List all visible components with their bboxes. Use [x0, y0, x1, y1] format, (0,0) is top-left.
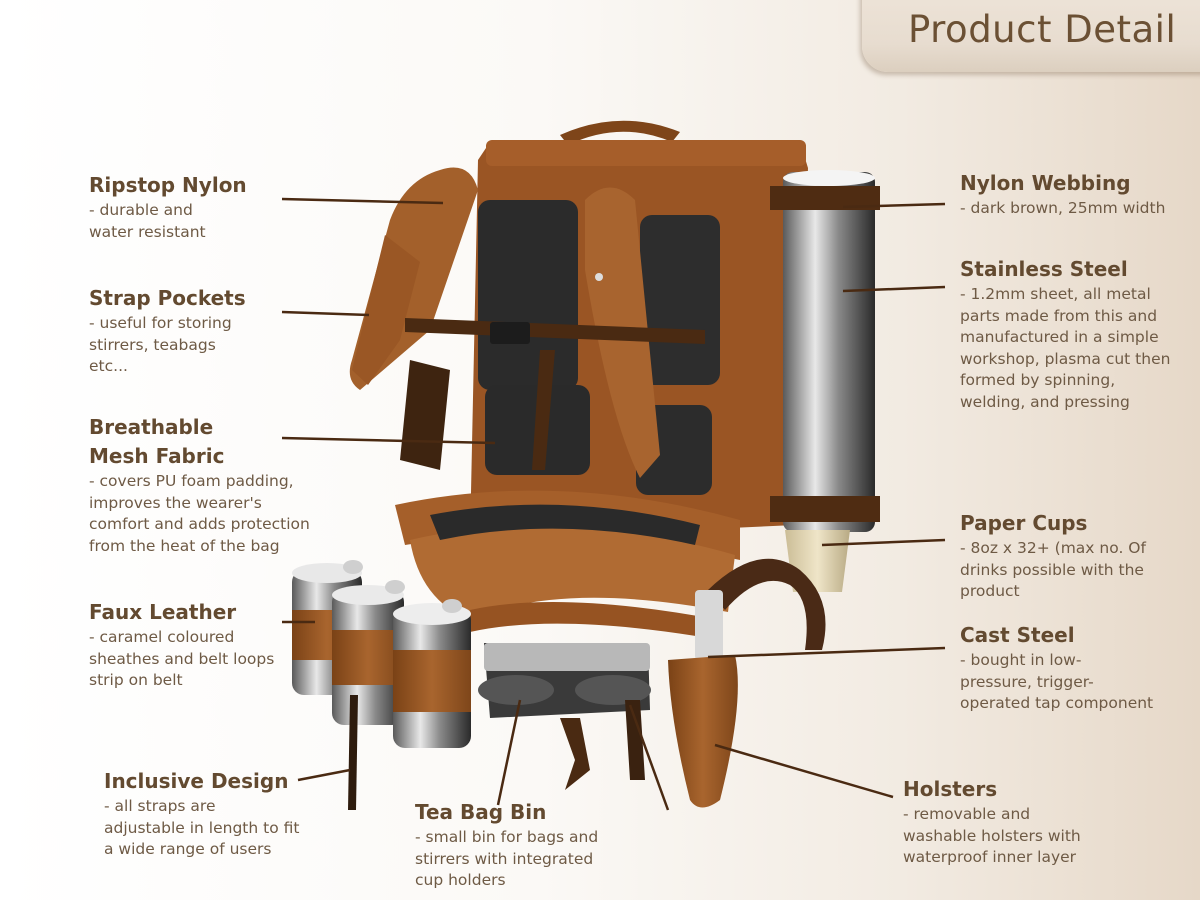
backpack-body: [349, 120, 808, 540]
callout-desc: - small bin for bags and stirrers with i…: [415, 828, 599, 889]
callout-inclusive-design: Inclusive Design - all straps are adjust…: [104, 767, 299, 861]
callout-cast-steel: Cast Steel - bought in low- pressure, tr…: [960, 621, 1153, 715]
callout-paper-cups: Paper Cups - 8oz x 32+ (max no. Of drink…: [960, 509, 1146, 603]
callout-desc: - 8oz x 32+ (max no. Of drinks possible …: [960, 539, 1146, 600]
callout-stainless-steel: Stainless Steel - 1.2mm sheet, all metal…: [960, 255, 1170, 413]
callout-desc: - 1.2mm sheet, all metal parts made from…: [960, 285, 1171, 411]
callout-title: Holsters: [903, 777, 998, 801]
callout-faux-leather: Faux Leather - caramel coloured sheathes…: [89, 598, 274, 692]
thermos: [770, 170, 880, 592]
callout-ripstop-nylon: Ripstop Nylon - durable and water resist…: [89, 171, 247, 243]
callout-desc: - all straps are adjustable in length to…: [104, 797, 300, 858]
leader-lines: [281, 197, 946, 811]
callout-desc: - durable and water resistant: [89, 201, 206, 241]
callout-title: Tea Bag Bin: [415, 800, 547, 824]
callout-desc: - bought in low- pressure, trigger- oper…: [960, 651, 1154, 712]
callout-desc: - useful for storing stirrers, teabags e…: [89, 314, 232, 375]
page-title: Product Detail: [908, 8, 1177, 51]
callout-desc: - removable and washable holsters with w…: [903, 805, 1081, 866]
callout-nylon-webbing: Nylon Webbing - dark brown, 25mm width: [960, 169, 1165, 220]
tea-bag-bin: [478, 643, 651, 790]
holster: [668, 590, 738, 808]
callout-title: Cast Steel: [960, 623, 1075, 647]
canisters: [292, 560, 471, 748]
callout-title: Ripstop Nylon: [89, 173, 247, 197]
callout-title: Paper Cups: [960, 511, 1088, 535]
callout-desc: - dark brown, 25mm width: [960, 199, 1166, 217]
callout-title: Stainless Steel: [960, 257, 1128, 281]
hip-belt: [395, 490, 740, 640]
callout-desc: - covers PU foam padding, improves the w…: [89, 472, 310, 555]
callout-strap-pockets: Strap Pockets - useful for storing stirr…: [89, 284, 246, 378]
callout-breathable-mesh: Breathable Mesh Fabric - covers PU foam …: [89, 413, 310, 557]
callout-title: Breathable Mesh Fabric: [89, 415, 225, 468]
callout-desc: - caramel coloured sheathes and belt loo…: [89, 628, 275, 689]
callout-title: Inclusive Design: [104, 769, 289, 793]
title-tab: [862, 0, 1200, 72]
callout-holsters: Holsters - removable and washable holste…: [903, 775, 1081, 869]
callout-tea-bag-bin: Tea Bag Bin - small bin for bags and sti…: [415, 798, 598, 892]
callout-title: Nylon Webbing: [960, 171, 1131, 195]
callout-title: Strap Pockets: [89, 286, 246, 310]
callout-title: Faux Leather: [89, 600, 237, 624]
